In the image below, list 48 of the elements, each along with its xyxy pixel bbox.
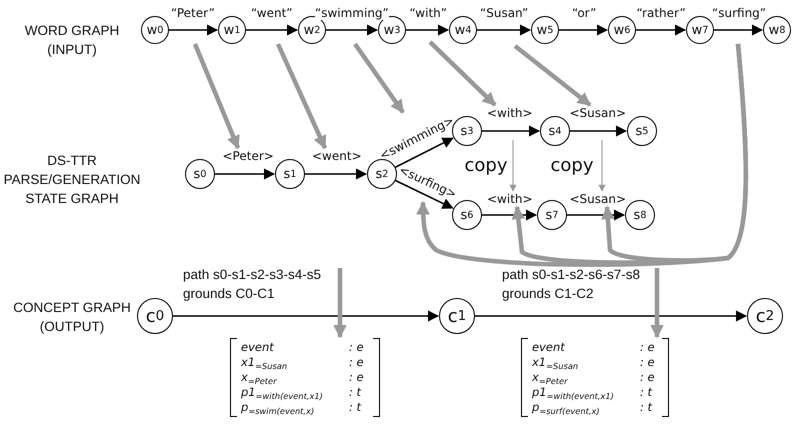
edge-label: “went” [251, 6, 293, 20]
arrow [215, 168, 276, 180]
edge-label: “or” [572, 6, 596, 20]
arrow [305, 168, 368, 180]
arc-label: <with> [487, 106, 533, 120]
arrow [173, 310, 440, 322]
edge-label: “Peter” [171, 6, 215, 20]
arrow [353, 42, 405, 114]
arrow [559, 24, 608, 36]
record-type-matrix: event : e x1$_{=Susan}$ : e x$_{=Peter}$ : e p1$_{=with(event,x1)}$ : t p$_{=swim(event,x)}$ : t [230, 338, 380, 417]
record-type-matrix: event : e x1$_{=Susan}$ : e x$_{=Peter}$ : e p1$_{=with(event,x1)}$ : t p$_{=surf(event,x)}$ : t [521, 338, 669, 417]
arrow [514, 44, 592, 107]
arrow [650, 268, 664, 338]
arrow [510, 140, 516, 192]
arrow [428, 40, 497, 107]
arrow [276, 43, 328, 150]
edge-label: “swimming” [315, 6, 389, 20]
arrow [636, 24, 686, 36]
arrow [406, 24, 450, 36]
section-heading: CONCEPT GRAPH (OUTPUT) [12, 299, 132, 336]
arc-label: <Susan> [570, 192, 626, 206]
edge-label: “surfing” [712, 6, 766, 20]
arrow [482, 125, 540, 137]
arrow [567, 209, 626, 221]
section-heading: DS-TTR PARSE/GENERATION STATE GRAPH [2, 152, 142, 208]
edge-label: path s0-s1-s2-s6-s7-s8 grounds C1-C2 [502, 266, 642, 303]
arrow [395, 180, 454, 209]
arrow [169, 24, 218, 36]
arrow [333, 268, 347, 338]
edge-label: “with” [410, 6, 447, 20]
arrow [326, 24, 378, 36]
arc-label: <Susan> [570, 106, 626, 120]
arrow [598, 140, 606, 192]
arrow [395, 138, 454, 168]
arrow [714, 24, 764, 36]
arc-label: <went> [312, 149, 362, 163]
arrow [570, 125, 628, 137]
edge-label: “rather” [636, 6, 686, 20]
edge-label: “Susan” [480, 6, 528, 20]
arrow [601, 44, 748, 263]
section-heading: WORD GRAPH (INPUT) [24, 22, 120, 59]
arrow [477, 24, 532, 36]
arrow [475, 310, 748, 322]
arc-label: <Peter> [222, 149, 274, 163]
edge-label: path s0-s1-s2-s3-s4-s5 grounds C0-C1 [183, 266, 322, 303]
arrow [246, 24, 298, 36]
arc-label: <with> [487, 192, 533, 206]
arrow [192, 43, 240, 150]
